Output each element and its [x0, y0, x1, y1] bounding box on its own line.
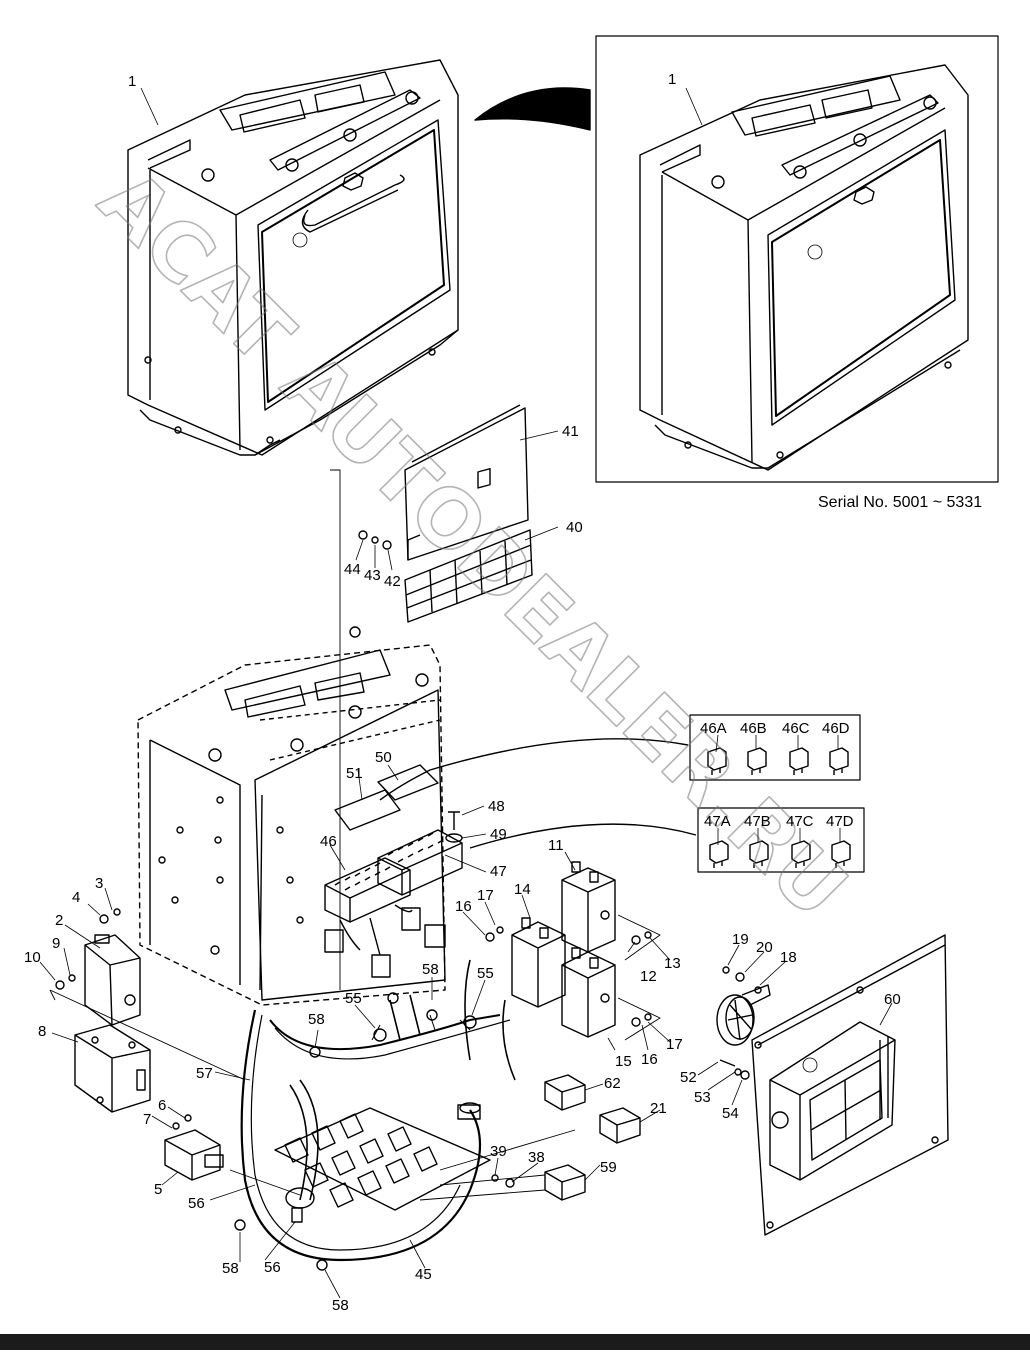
callout-45: 45 [415, 1266, 432, 1283]
callout-62: 62 [604, 1075, 621, 1092]
small-screws-left [49, 908, 246, 1130]
fuse-detail-47 [469, 807, 865, 873]
relay-11 [561, 861, 616, 953]
controller-panel-60 [751, 934, 949, 1236]
callout-39: 39 [490, 1143, 507, 1160]
buzzer-18 [716, 984, 771, 1046]
cabinet-top-left [127, 59, 459, 456]
relay-21 [599, 1107, 641, 1144]
callout-44: 44 [344, 561, 361, 578]
callout-51: 51 [346, 765, 363, 782]
callout-18: 18 [780, 949, 797, 966]
callout-58-bottom: 58 [332, 1297, 349, 1314]
callout-56-left: 56 [188, 1195, 205, 1212]
callout-16-bottom: 16 [641, 1051, 658, 1068]
callout-48: 48 [488, 798, 505, 815]
callout-19: 19 [732, 931, 749, 948]
callout-58-left: 58 [308, 1011, 325, 1028]
callout-49: 49 [490, 826, 507, 843]
callout-57: 57 [196, 1065, 213, 1082]
callout-12: 12 [640, 968, 657, 985]
callout-54: 54 [722, 1105, 739, 1122]
cover-plate-41 [404, 404, 529, 561]
relay-panel [229, 1107, 491, 1223]
fuse-connectors [324, 904, 446, 978]
callout-21: 21 [650, 1100, 667, 1117]
screws-12-13-16-17 [485, 914, 661, 1041]
callout-40: 40 [566, 519, 583, 536]
callout-5: 5 [154, 1181, 162, 1198]
callout-8: 8 [38, 1023, 46, 1040]
screws-42-44 [358, 530, 392, 550]
callout-47c: 47C [786, 813, 814, 830]
callout-11: 11 [548, 837, 564, 854]
callout-3: 3 [95, 875, 103, 892]
callout-46d: 46D [822, 720, 850, 737]
callout-47b: 47B [744, 813, 771, 830]
wiring-harness-45 [234, 959, 516, 1271]
callout-50: 50 [375, 749, 392, 766]
callout-53: 53 [694, 1089, 711, 1106]
unit-2 [84, 934, 141, 1026]
callout-52: 52 [680, 1069, 697, 1086]
callout-47a: 47A [704, 813, 731, 830]
callout-13: 13 [664, 955, 681, 972]
callout-55-right: 55 [477, 965, 494, 982]
callout-46b: 46B [740, 720, 767, 737]
callout-2: 2 [55, 912, 63, 929]
callout-46: 46 [320, 833, 337, 850]
callout-43: 43 [364, 567, 381, 584]
callout-10: 10 [24, 949, 41, 966]
relay-59 [544, 1164, 586, 1201]
callout-38: 38 [528, 1149, 545, 1166]
leader-lines [39, 87, 893, 1299]
callout-4: 4 [72, 889, 80, 906]
relay-62 [544, 1074, 586, 1111]
callout-7: 7 [143, 1111, 151, 1128]
callout-47d: 47D [826, 813, 854, 830]
unit-5 [164, 1129, 224, 1181]
callout-60: 60 [884, 991, 901, 1008]
fuse-block-46 [324, 857, 411, 923]
callout-46c: 46C [782, 720, 810, 737]
serial-number-note: Serial No. 5001 ~ 5331 [818, 494, 982, 511]
screws-19-20-52-54 [719, 966, 750, 1080]
callout-41: 41 [562, 423, 579, 440]
callout-55-left: 55 [345, 990, 362, 1007]
reference-arrow [474, 87, 591, 131]
bottom-bar [0, 1334, 1030, 1350]
cabinet-lower [137, 469, 446, 1006]
bolt-48-washer-49 [445, 811, 463, 843]
grille-40 [404, 529, 533, 623]
callout-58-center: 58 [422, 961, 439, 978]
fuse-detail-46 [379, 714, 861, 801]
unit-8 [74, 1024, 151, 1113]
callout-56-bottom: 56 [264, 1259, 281, 1276]
callout-46a: 46A [700, 720, 727, 737]
callout-42: 42 [384, 573, 401, 590]
callout-17-bottom: 17 [666, 1036, 683, 1053]
callout-16-top: 16 [455, 898, 472, 915]
callout-1: 1 [128, 73, 136, 90]
relay-14 [511, 917, 566, 1008]
callout-1-inset: 1 [668, 71, 676, 88]
callout-17-top: 17 [477, 887, 494, 904]
callout-59: 59 [600, 1159, 617, 1176]
callout-15: 15 [615, 1053, 632, 1070]
callout-9: 9 [52, 935, 60, 952]
callout-6: 6 [158, 1097, 166, 1114]
relay-15 [561, 947, 616, 1038]
fuse-block-47 [377, 829, 463, 896]
callout-47: 47 [490, 863, 507, 880]
callout-20: 20 [756, 939, 773, 956]
callout-14: 14 [514, 881, 531, 898]
serial-inset-box [595, 35, 999, 483]
callout-58-lower-left: 58 [222, 1260, 239, 1277]
